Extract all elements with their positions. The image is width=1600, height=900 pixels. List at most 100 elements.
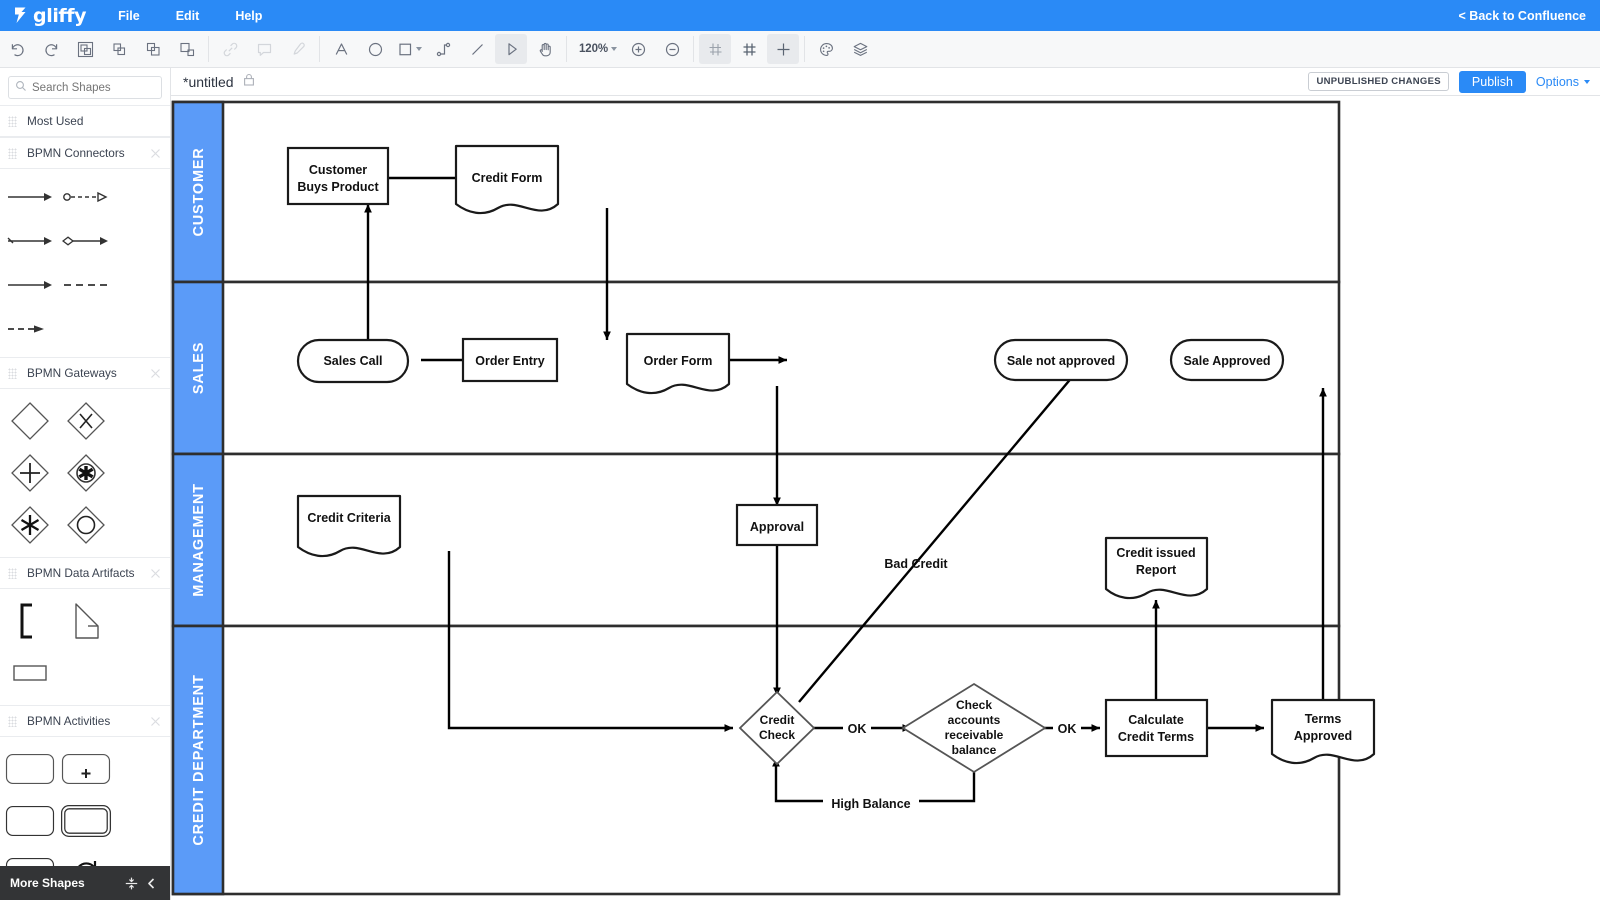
shape-conditional-flow[interactable]: [2, 219, 58, 263]
more-shapes-bar[interactable]: More Shapes: [0, 866, 170, 900]
node-calculate-credit-terms[interactable]: Calculate Credit Terms: [1104, 698, 1209, 758]
theme-palette-icon[interactable]: [810, 34, 842, 64]
search-shapes-input[interactable]: [32, 81, 155, 94]
menu-edit[interactable]: Edit: [175, 8, 200, 23]
node-credit-criteria[interactable]: Credit Criteria: [296, 494, 402, 558]
drag-grip-icon[interactable]: [8, 567, 17, 579]
back-to-confluence-link[interactable]: < Back to Confluence: [1458, 8, 1586, 23]
node-credit-issued-report[interactable]: Credit issued Report: [1104, 536, 1209, 600]
group-icon[interactable]: [69, 34, 101, 64]
shape-grid-bpmn-connectors: [0, 169, 170, 357]
rectangle-icon[interactable]: [393, 34, 425, 64]
redo-icon[interactable]: [35, 34, 67, 64]
close-icon[interactable]: [149, 367, 162, 380]
snap-to-guides-icon[interactable]: [767, 34, 800, 64]
undo-icon[interactable]: [1, 34, 33, 64]
node-order-form[interactable]: Order Form: [625, 332, 731, 395]
swimlane-credit-department[interactable]: CREDIT DEPARTMENT: [171, 624, 1341, 896]
shape-sequence-flow[interactable]: [2, 175, 58, 219]
shape-gateway-inclusive-star[interactable]: [2, 499, 58, 551]
shape-subprocess-collapsed[interactable]: [58, 743, 114, 795]
chevron-down-icon[interactable]: [1584, 79, 1590, 84]
close-icon[interactable]: [149, 567, 162, 580]
publish-button[interactable]: Publish: [1458, 70, 1526, 93]
text-icon[interactable]: [325, 34, 357, 64]
node-sale-approved[interactable]: Sale Approved: [1169, 338, 1285, 382]
close-icon[interactable]: [149, 715, 162, 728]
shape-task[interactable]: [2, 743, 58, 795]
zoom-level-selector[interactable]: 120%: [575, 43, 621, 55]
section-header-bpmn-data-artifacts[interactable]: BPMN Data Artifacts: [0, 557, 170, 589]
hand-icon[interactable]: [529, 34, 561, 64]
shape-message-flow[interactable]: [58, 175, 114, 219]
layers-icon[interactable]: [844, 34, 876, 64]
comment-icon[interactable]: [248, 34, 280, 64]
menu-file[interactable]: File: [118, 8, 140, 23]
zoom-out-icon[interactable]: [656, 34, 688, 64]
chevron-down-icon[interactable]: [611, 47, 618, 51]
node-label-line: receivable: [945, 728, 1004, 742]
node-credit-form[interactable]: Credit Form: [454, 144, 560, 215]
shape-text-annotation-box[interactable]: [2, 647, 58, 699]
collapse-panel-icon[interactable]: [141, 876, 161, 891]
drag-grip-icon[interactable]: [8, 147, 17, 159]
node-credit-check[interactable]: Credit Check: [738, 690, 816, 766]
search-shapes-box[interactable]: [8, 76, 162, 99]
menu-help[interactable]: Help: [235, 8, 263, 23]
node-terms-approved[interactable]: Terms Approved: [1270, 698, 1376, 765]
shape-dashed-arrow[interactable]: [2, 307, 58, 351]
shape-gateway-parallel[interactable]: [2, 447, 58, 499]
collapse-all-icon[interactable]: [121, 876, 141, 891]
zoom-in-icon[interactable]: [622, 34, 654, 64]
shape-gateway-complex[interactable]: [58, 447, 114, 499]
link-icon[interactable]: [214, 34, 246, 64]
close-icon[interactable]: [149, 147, 162, 160]
section-header-most-used[interactable]: Most Used: [0, 105, 170, 137]
drag-grip-icon[interactable]: [8, 115, 17, 127]
edge-credit-criteria-to-credit-check[interactable]: [447, 551, 733, 732]
document-title[interactable]: *untitled: [183, 73, 234, 90]
ungroup-icon[interactable]: [103, 34, 135, 64]
shape-call-activity[interactable]: [58, 795, 114, 847]
lock-icon[interactable]: [243, 73, 255, 91]
shape-task-alt[interactable]: [2, 795, 58, 847]
shape-gateway-exclusive-x[interactable]: [58, 395, 114, 447]
shape-gateway-exclusive-plain[interactable]: [2, 395, 58, 447]
toolbar-divider: [319, 36, 320, 62]
section-title: BPMN Data Artifacts: [27, 566, 135, 580]
shape-default-flow[interactable]: [58, 219, 114, 263]
shape-association-directed[interactable]: [2, 263, 58, 307]
eyedropper-icon[interactable]: [282, 34, 314, 64]
node-sale-not-approved[interactable]: Sale not approved: [993, 338, 1129, 382]
shape-association-dashed[interactable]: [58, 263, 114, 307]
bpmn-swimlane-diagram[interactable]: CUSTOMER SALES MANAGEMENT CREDIT DEPARTM…: [171, 96, 1600, 900]
grid-icon[interactable]: [733, 34, 765, 64]
gliffy-logo[interactable]: gliffy: [12, 5, 87, 27]
node-check-ar-balance[interactable]: Check accounts receivable balance: [901, 682, 1047, 774]
toolbar-divider: [208, 36, 209, 62]
node-customer-buys-product[interactable]: Customer Buys Product: [286, 146, 390, 206]
section-header-bpmn-connectors[interactable]: BPMN Connectors: [0, 137, 170, 169]
section-header-bpmn-gateways[interactable]: BPMN Gateways: [0, 357, 170, 389]
diagram-canvas[interactable]: CUSTOMER SALES MANAGEMENT CREDIT DEPARTM…: [171, 96, 1600, 900]
chevron-down-icon[interactable]: [415, 47, 422, 51]
node-order-entry[interactable]: Order Entry: [461, 337, 559, 383]
node-approval[interactable]: Approval: [735, 503, 819, 547]
line-icon[interactable]: [461, 34, 493, 64]
pointer-icon[interactable]: [495, 34, 527, 64]
shape-gateway-event-based[interactable]: [58, 499, 114, 551]
grid-snap-icon[interactable]: [699, 34, 732, 64]
node-sales-call[interactable]: Sales Call: [296, 338, 410, 384]
swimlane-label: CREDIT DEPARTMENT: [191, 674, 207, 845]
edge-bad-credit[interactable]: [798, 362, 1085, 703]
send-to-back-icon[interactable]: [171, 34, 203, 64]
drag-grip-icon[interactable]: [8, 367, 17, 379]
bring-to-front-icon[interactable]: [137, 34, 169, 64]
section-header-bpmn-activities[interactable]: BPMN Activities: [0, 705, 170, 737]
elbow-connector-icon[interactable]: [427, 34, 459, 64]
shape-group-bracket[interactable]: [2, 595, 58, 647]
shape-data-object[interactable]: [58, 595, 114, 647]
ellipse-icon[interactable]: [359, 34, 391, 64]
options-button[interactable]: Options: [1536, 75, 1590, 89]
drag-grip-icon[interactable]: [8, 715, 17, 727]
